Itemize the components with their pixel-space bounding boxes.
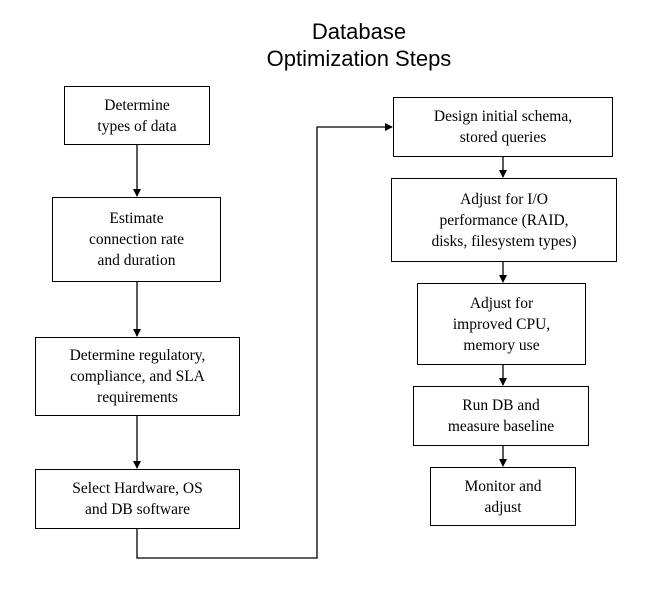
diagram-title: Database Optimization Steps [229,18,489,72]
step-estimate-connection-rate: Estimate connection rate and duration [52,197,221,282]
step-select-hardware: Select Hardware, OS and DB software [35,469,240,529]
diagram-title-line-1: Database [311,19,407,44]
connector-elbow-to-schema [136,123,393,559]
step-design-initial-schema: Design initial schema, stored queries [393,97,613,157]
step-adjust-io-performance: Adjust for I/O performance (RAID, disks,… [391,178,617,262]
step-monitor-and-adjust: Monitor and adjust [430,467,576,526]
diagram-title-line-2: Optimization Steps [266,46,452,71]
step-adjust-cpu-memory: Adjust for improved CPU, memory use [417,283,586,365]
step-determine-types-of-data: Determine types of data [64,86,210,145]
step-run-db-measure-baseline: Run DB and measure baseline [413,386,589,446]
step-determine-regulatory-requirements: Determine regulatory, compliance, and SL… [35,337,240,416]
